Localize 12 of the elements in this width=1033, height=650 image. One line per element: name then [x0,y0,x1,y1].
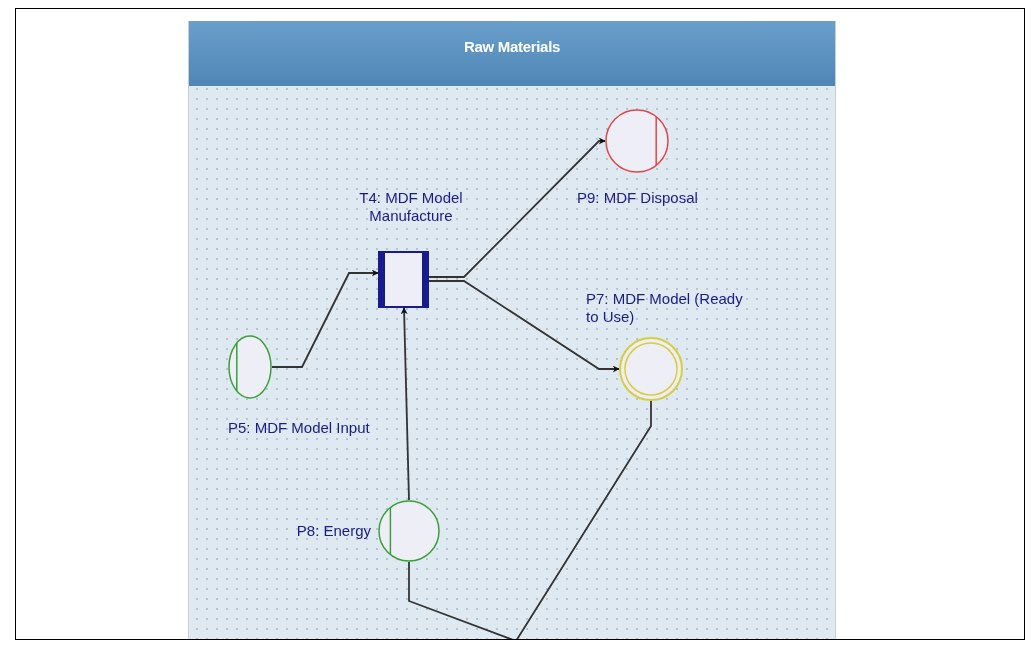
arrow [271,269,379,368]
arrow [428,280,620,373]
node-label: P9: MDF Disposal [577,189,699,207]
arrow [400,307,410,501]
panel [188,21,836,639]
node-label: P8: Energy [295,522,371,540]
panel-title: Raw Materials [463,38,561,55]
arrow [428,137,606,278]
connector-line [515,400,652,639]
node-label: T4: MDF Model Manufacture [358,189,464,225]
node-label: P7: MDF Model (Ready to Use) [586,290,744,326]
node-label: P5: MDF Model Input [228,419,371,437]
